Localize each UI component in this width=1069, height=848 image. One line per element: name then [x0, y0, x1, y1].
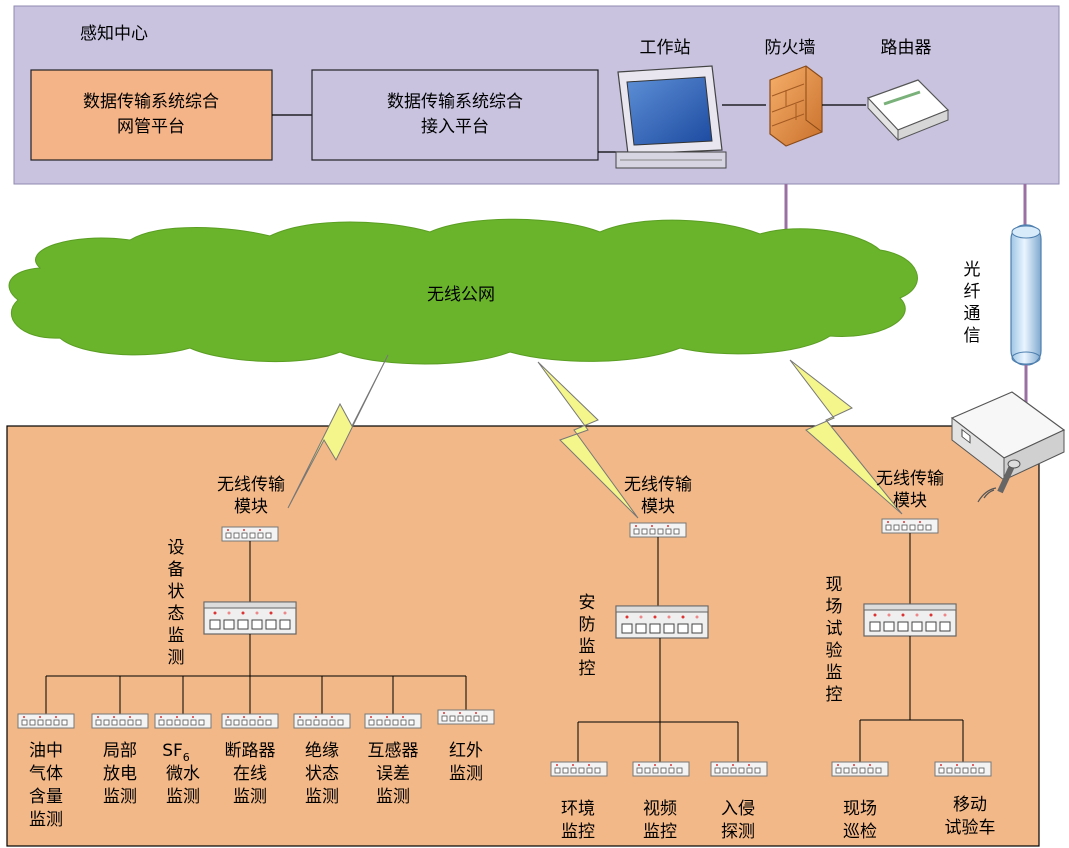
cloud-label: 无线公网	[427, 285, 495, 305]
monitor-icon	[615, 65, 727, 169]
leaf-mobile-test-2: 试验车	[945, 818, 996, 838]
mgmt-platform-label-2: 网管平台	[117, 117, 185, 137]
leaf-switch-icon	[934, 761, 992, 777]
leaf-video-2: 监控	[643, 822, 677, 842]
leaf-intrusion-2: 探测	[721, 822, 755, 842]
fiber-label-1: 光	[964, 260, 981, 280]
sec-module-label-2: 模块	[641, 497, 675, 517]
equip-module-label-2: 模块	[234, 497, 268, 517]
field-group-label-4: 验	[826, 641, 843, 661]
equip-module-switch-icon	[221, 526, 279, 542]
leaf-switch-icon	[632, 761, 690, 777]
sec-group-label-3: 监	[579, 637, 596, 657]
leaf-breaker-2: 在线	[233, 764, 267, 784]
perception-center-title: 感知中心	[80, 24, 148, 44]
fiber-label-2: 纤	[964, 282, 981, 302]
leaf-insulation-1: 绝缘	[305, 741, 339, 761]
leaf-breaker-3: 监测	[233, 787, 267, 807]
leaf-switch-icon	[437, 709, 495, 725]
access-platform-box	[311, 69, 599, 161]
leaf-oil-gas-4: 监测	[29, 810, 63, 830]
leaf-video-1: 视频	[643, 799, 677, 819]
leaf-partial-discharge-2: 放电	[103, 764, 137, 784]
leaf-oil-gas-1: 油中	[29, 741, 63, 761]
field-group-label-2: 场	[826, 597, 843, 617]
gateway-switch-icon	[950, 391, 1066, 503]
router-icon	[866, 79, 950, 142]
firewall-icon	[769, 65, 823, 147]
equip-group-label-2: 备	[168, 560, 185, 580]
leaf-sf6-3: 监测	[166, 787, 200, 807]
leaf-infrared-2: 监测	[449, 764, 483, 784]
router-label: 路由器	[881, 38, 932, 58]
field-group-label-5: 监	[826, 663, 843, 683]
field-group-label-3: 试	[826, 619, 843, 639]
lightning-icon-3	[789, 359, 903, 515]
leaf-infrared-1: 红外	[449, 741, 483, 761]
leaf-partial-discharge-1: 局部	[103, 741, 137, 761]
lightning-icon-2	[537, 361, 639, 519]
leaf-switch-icon	[293, 713, 351, 729]
field-module-label-2: 模块	[893, 491, 927, 511]
leaf-patrol-1: 现场	[843, 799, 877, 819]
firewall-label: 防火墙	[765, 38, 816, 58]
leaf-transformer-2: 误差	[376, 764, 410, 784]
mgmt-platform-label-1: 数据传输系统综合	[83, 92, 219, 112]
leaf-sf6-subscript: 6	[183, 751, 190, 764]
leaf-switch-icon	[831, 761, 889, 777]
access-platform-label-2: 接入平台	[421, 117, 489, 137]
mgmt-platform-box	[30, 69, 273, 161]
sec-group-label-2: 防	[579, 615, 596, 635]
sec-group-label-4: 控	[579, 659, 596, 679]
leaf-switch-icon	[221, 713, 279, 729]
sec-module-switch-icon	[629, 522, 687, 538]
equip-hub-switch-icon	[203, 601, 297, 635]
leaf-transformer-3: 监测	[376, 787, 410, 807]
leaf-switch-icon	[710, 761, 768, 777]
leaf-sf6-base: SF	[162, 741, 183, 761]
leaf-switch-icon	[154, 713, 212, 729]
equip-group-label-4: 态	[168, 604, 185, 624]
equip-module-label-1: 无线传输	[217, 475, 285, 495]
fiber-label-4: 信	[964, 326, 981, 346]
fiber-label-3: 通	[964, 304, 981, 324]
leaf-switch-icon	[17, 713, 75, 729]
leaf-mobile-test-1: 移动	[953, 795, 987, 815]
field-module-label-1: 无线传输	[876, 469, 944, 489]
access-platform-label-1: 数据传输系统综合	[387, 92, 523, 112]
leaf-sf6-2: 微水	[166, 764, 200, 784]
leaf-oil-gas-3: 含量	[29, 787, 63, 807]
sec-hub-switch-icon	[615, 605, 709, 639]
leaf-sf6-1: SF6	[162, 741, 190, 764]
leaf-insulation-2: 状态	[305, 764, 339, 784]
leaf-partial-discharge-3: 监测	[103, 787, 137, 807]
equip-group-label-1: 设	[168, 538, 185, 558]
equip-group-label-6: 测	[168, 648, 185, 668]
field-hub-switch-icon	[863, 603, 957, 637]
leaf-patrol-2: 巡检	[843, 822, 877, 842]
leaf-transformer-1: 互感器	[368, 741, 419, 761]
sec-module-label-1: 无线传输	[624, 475, 692, 495]
equip-group-label-5: 监	[168, 626, 185, 646]
leaf-environment-1: 环境	[561, 799, 595, 819]
sec-group-label-1: 安	[579, 593, 596, 613]
leaf-environment-2: 监控	[561, 822, 595, 842]
leaf-switch-icon	[364, 713, 422, 729]
leaf-insulation-3: 监测	[305, 787, 339, 807]
leaf-breaker-1: 断路器	[225, 741, 276, 761]
workstation-label: 工作站	[640, 38, 691, 58]
leaf-oil-gas-2: 气体	[29, 764, 63, 784]
leaf-switch-icon	[91, 713, 149, 729]
field-group-label-1: 现	[826, 575, 843, 595]
field-module-switch-icon	[881, 518, 939, 534]
lightning-icon-1	[287, 354, 389, 509]
equip-group-label-3: 状	[168, 582, 185, 602]
fiber-cable-icon	[1010, 224, 1042, 366]
wireless-public-network-cloud	[8, 218, 918, 365]
leaf-intrusion-1: 入侵	[721, 799, 755, 819]
field-group-label-6: 控	[826, 685, 843, 705]
leaf-switch-icon	[550, 761, 608, 777]
